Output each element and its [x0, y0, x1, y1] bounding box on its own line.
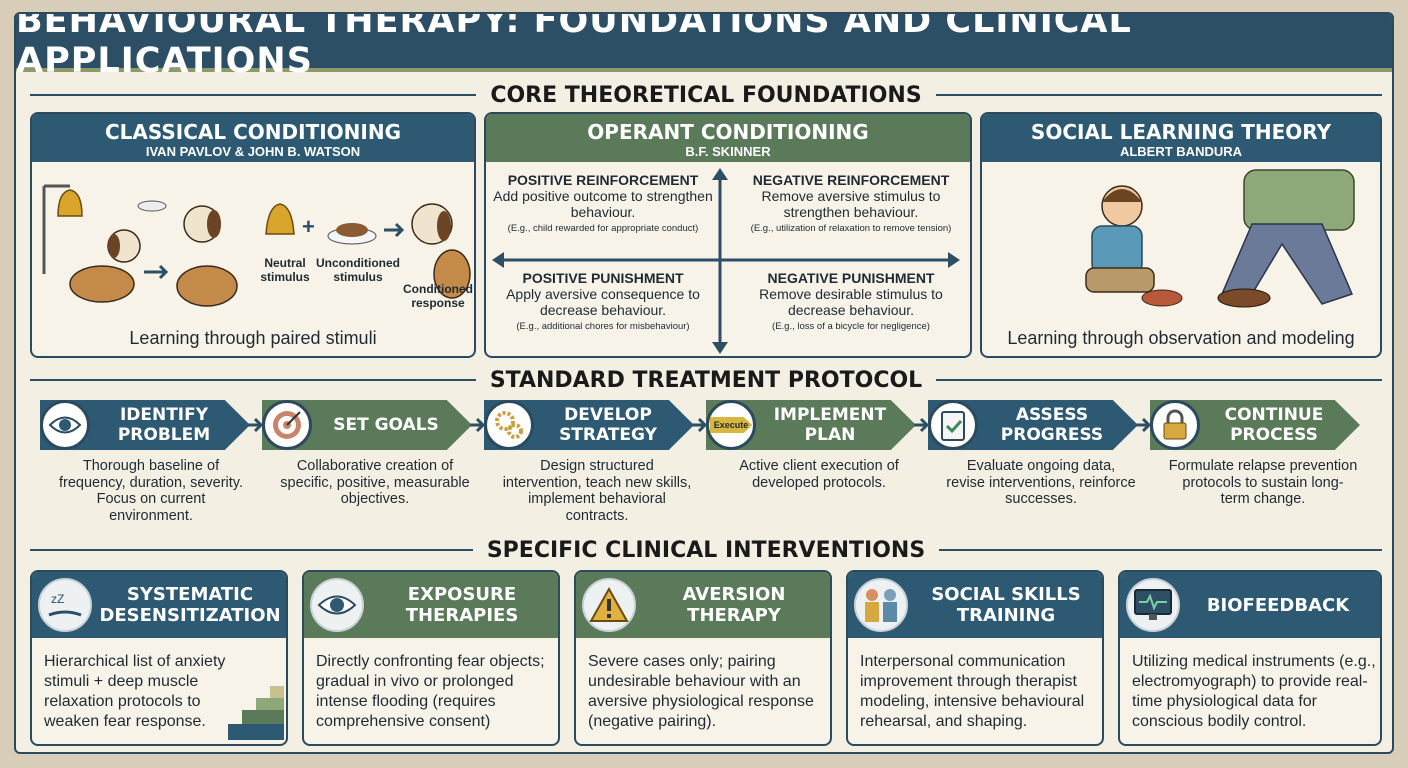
infographic-frame: BEHAVIOURAL THERAPY: FOUNDATIONS AND CLI… [14, 12, 1394, 754]
section-protocol: STANDARD TREATMENT PROTOCOL [30, 366, 1382, 394]
quadrant-desc: Add positive outcome to strengthen behav… [493, 188, 713, 220]
intervention-biofeedback: BIOFEEDBACK Utilizing medical instrument… [1118, 570, 1382, 746]
gears-icon [484, 400, 534, 450]
handshake-icon [854, 578, 908, 632]
card-subtitle: ALBERT BANDURA [1119, 144, 1243, 159]
arrow-icon [248, 417, 264, 433]
dog-icon [176, 205, 238, 307]
sleep-hand-icon: zZ [38, 578, 92, 632]
svg-text:zZ: zZ [51, 592, 64, 606]
card-title: SOCIAL LEARNING THEORY [1030, 120, 1332, 144]
pavlov-illustration: + [42, 184, 471, 307]
step-label: DEVELOP STRATEGY [559, 405, 657, 445]
hierarchy-steps-icon [228, 686, 284, 740]
section-title: STANDARD TREATMENT PROTOCOL [489, 367, 923, 393]
intervention-description: Utilizing medical instruments (e.g., ele… [1132, 653, 1376, 730]
quadrant-title: POSITIVE PUNISHMENT [522, 270, 684, 286]
svg-text:+: + [302, 214, 315, 239]
quadrant-desc: Apply aversive consequence to decrease b… [506, 286, 700, 318]
intervention-description: Hierarchical list of anxiety stimuli + d… [44, 653, 226, 730]
intervention-title: BIOFEEDBACK [1206, 594, 1350, 616]
step-description: Thorough baseline of frequency, duration… [58, 458, 244, 524]
step-description: Active client execution of developed pro… [739, 458, 899, 491]
bell-icon [265, 203, 295, 235]
intervention-title: SOCIAL SKILLS TRAINING [931, 584, 1081, 626]
intervention-title: EXPOSURE THERAPIES [405, 584, 519, 626]
page-title: BEHAVIOURAL THERAPY: FOUNDATIONS AND CLI… [16, 12, 1132, 81]
card-caption: Learning through observation and modelin… [1007, 328, 1355, 348]
eye-icon [40, 400, 90, 450]
quadrant-desc: Remove aversive stimulus to strengthen b… [761, 188, 941, 220]
quadrant-title: POSITIVE REINFORCEMENT [507, 172, 699, 188]
warning-icon [582, 578, 636, 632]
quadrant-example: (E.g., additional chores for misbehaviou… [516, 321, 690, 332]
section-title: CORE THEORETICAL FOUNDATIONS [490, 82, 922, 108]
arrow-icon [692, 417, 708, 433]
intervention-social-skills-training: SOCIAL SKILLS TRAINING Interpersonal com… [846, 570, 1104, 746]
card-title: OPERANT CONDITIONING [587, 120, 869, 144]
arrow-icon [470, 417, 486, 433]
intervention-aversion-therapy: AVERSION THERAPY Severe cases only; pair… [574, 570, 832, 746]
intervention-description: Severe cases only; pairing undesirable b… [588, 653, 814, 730]
arrow-icon [914, 417, 930, 433]
step-label: SET GOALS [333, 415, 439, 435]
dog-icon [411, 203, 471, 299]
dog-icon [69, 229, 141, 303]
step-description: Collaborative creation of specific, posi… [280, 458, 470, 507]
step-description: Evaluate ongoing data, revise interventi… [946, 458, 1136, 507]
adult-icon [1217, 169, 1355, 308]
intervention-title: AVERSION THERAPY [682, 584, 786, 626]
card-title: CLASSICAL CONDITIONING [105, 120, 401, 144]
quadrant-title: NEGATIVE REINFORCEMENT [752, 172, 950, 188]
card-caption: Learning through paired stimuli [129, 328, 377, 348]
card-subtitle: IVAN PAVLOV & JOHN B. WATSON [145, 144, 361, 159]
quadrant-example: (E.g., utilization of relaxation to remo… [750, 223, 952, 234]
unconditioned-stimulus-label: Unconditioned stimulus [316, 256, 400, 284]
intervention-systematic-desensitization: zZ SYSTEMATIC DESENSITIZATION Hierarchica… [30, 570, 288, 746]
step-label: CONTINUE PROCESS [1224, 405, 1324, 445]
section-interventions: SPECIFIC CLINICAL INTERVENTIONS [30, 536, 1382, 564]
quadrant-axes [492, 168, 960, 354]
title-bar: BEHAVIOURAL THERAPY: FOUNDATIONS AND CLI… [16, 14, 1392, 81]
neutral-stimulus-label: Neutral stimulus [260, 256, 310, 284]
section-title: SPECIFIC CLINICAL INTERVENTIONS [486, 537, 926, 563]
card-subtitle: B.F. SKINNER [685, 144, 771, 159]
step-label: IDENTIFY PROBLEM [117, 405, 211, 445]
monitor-pulse-icon [1126, 578, 1180, 632]
lock-icon [1150, 400, 1200, 450]
execute-arrow-icon: Execute [706, 400, 756, 450]
intervention-exposure-therapies: EXPOSURE THERAPIES Directly confronting … [302, 570, 560, 746]
quadrant-example: (E.g., loss of a bicycle for negligence) [772, 321, 930, 332]
step-description: Formulate relapse prevention protocols t… [1168, 458, 1358, 507]
target-icon [262, 400, 312, 450]
intervention-description: Directly confronting fear objects; gradu… [316, 653, 545, 730]
bell-icon [57, 189, 83, 217]
intervention-description: Interpersonal communication improvement … [860, 653, 1085, 730]
arrow-icon [1136, 417, 1152, 433]
section-foundations: CORE THEORETICAL FOUNDATIONS [30, 81, 1382, 109]
eye-icon [310, 578, 364, 632]
clipboard-check-icon [928, 400, 978, 450]
child-icon [1085, 185, 1183, 307]
quadrant-title: NEGATIVE PUNISHMENT [767, 270, 935, 286]
quadrant-desc: Remove desirable stimulus to decrease be… [759, 286, 943, 318]
step-description: Design structured intervention, teach ne… [502, 458, 692, 524]
intervention-title: SYSTEMATIC DESENSITIZATION [99, 584, 281, 626]
step-label: IMPLEMENT PLAN [773, 405, 887, 445]
quadrant-example: (E.g., child rewarded for appropriate co… [507, 223, 699, 234]
step-label: ASSESS PROGRESS [1000, 405, 1104, 445]
conditioned-response-label: Conditioned response [403, 282, 473, 310]
modeling-illustration [1085, 169, 1355, 308]
